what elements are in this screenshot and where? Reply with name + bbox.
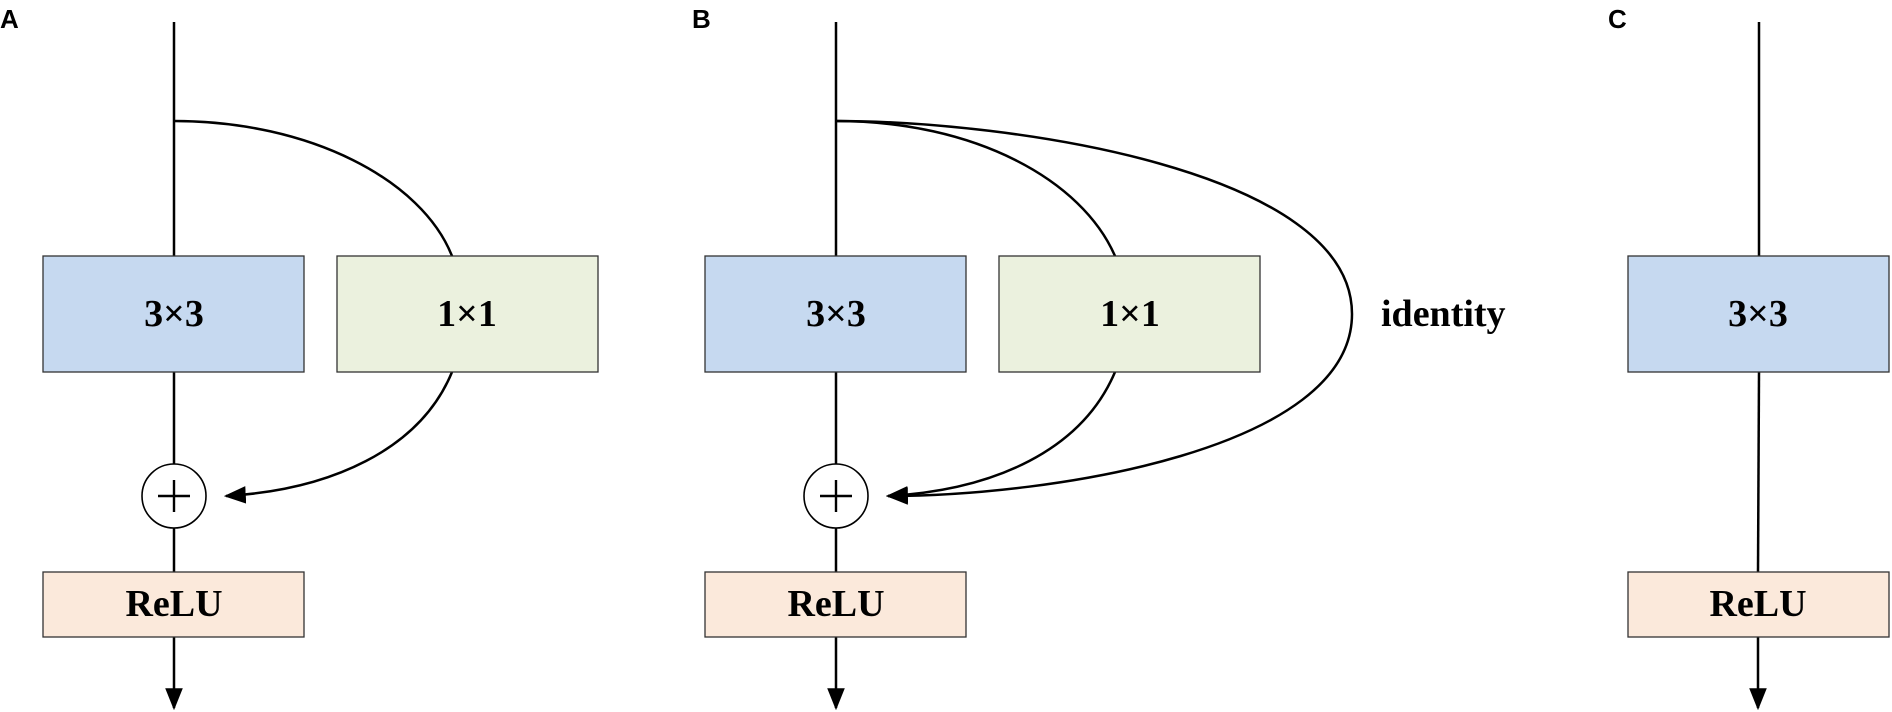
panel-b-identity-curve [835,119,1354,505]
panel-a: A 3×3 1×1 ReLU [0,4,599,711]
panel-c-3x3-to-relu-line [1756,371,1761,573]
panel-a-relu-box [42,571,305,638]
panel-a-conv3x3-label: 3×3 [144,293,204,335]
panel-b-conv3x3-label: 3×3 [806,293,866,335]
panel-b-1x1-to-add-arrow [885,371,1117,504]
panel-a-conv1x1-box [336,255,599,373]
panel-a-letter: A [0,4,19,34]
panel-c-relu-label: ReLU [1709,583,1806,625]
panel-a-1x1-to-add-arrow [223,371,454,504]
panel-a-branch-curve [173,119,454,257]
panel-b-conv1x1-box [998,255,1261,373]
panel-b-relu-label: ReLU [787,583,884,625]
panel-b: B identity 3×3 1×1 ReLU [692,4,1506,711]
panel-b-branch-curve [835,119,1117,257]
panel-c-conv3x3-label: 3×3 [1728,293,1788,335]
panel-c-letter: C [1608,4,1627,34]
panel-b-letter: B [692,4,711,34]
panel-c-relu-box [1627,571,1890,638]
panel-c: C 3×3 ReLU [1608,4,1890,711]
panel-a-relu-label: ReLU [125,583,222,625]
panel-b-conv3x3-box [704,255,967,373]
panel-b-identity-label: identity [1381,293,1506,335]
panel-b-conv1x1-label: 1×1 [1100,293,1160,335]
panel-b-relu-box [704,571,967,638]
panel-a-conv3x3-box [42,255,305,373]
panel-a-conv1x1-label: 1×1 [437,293,497,335]
panel-c-conv3x3-box [1627,255,1890,373]
